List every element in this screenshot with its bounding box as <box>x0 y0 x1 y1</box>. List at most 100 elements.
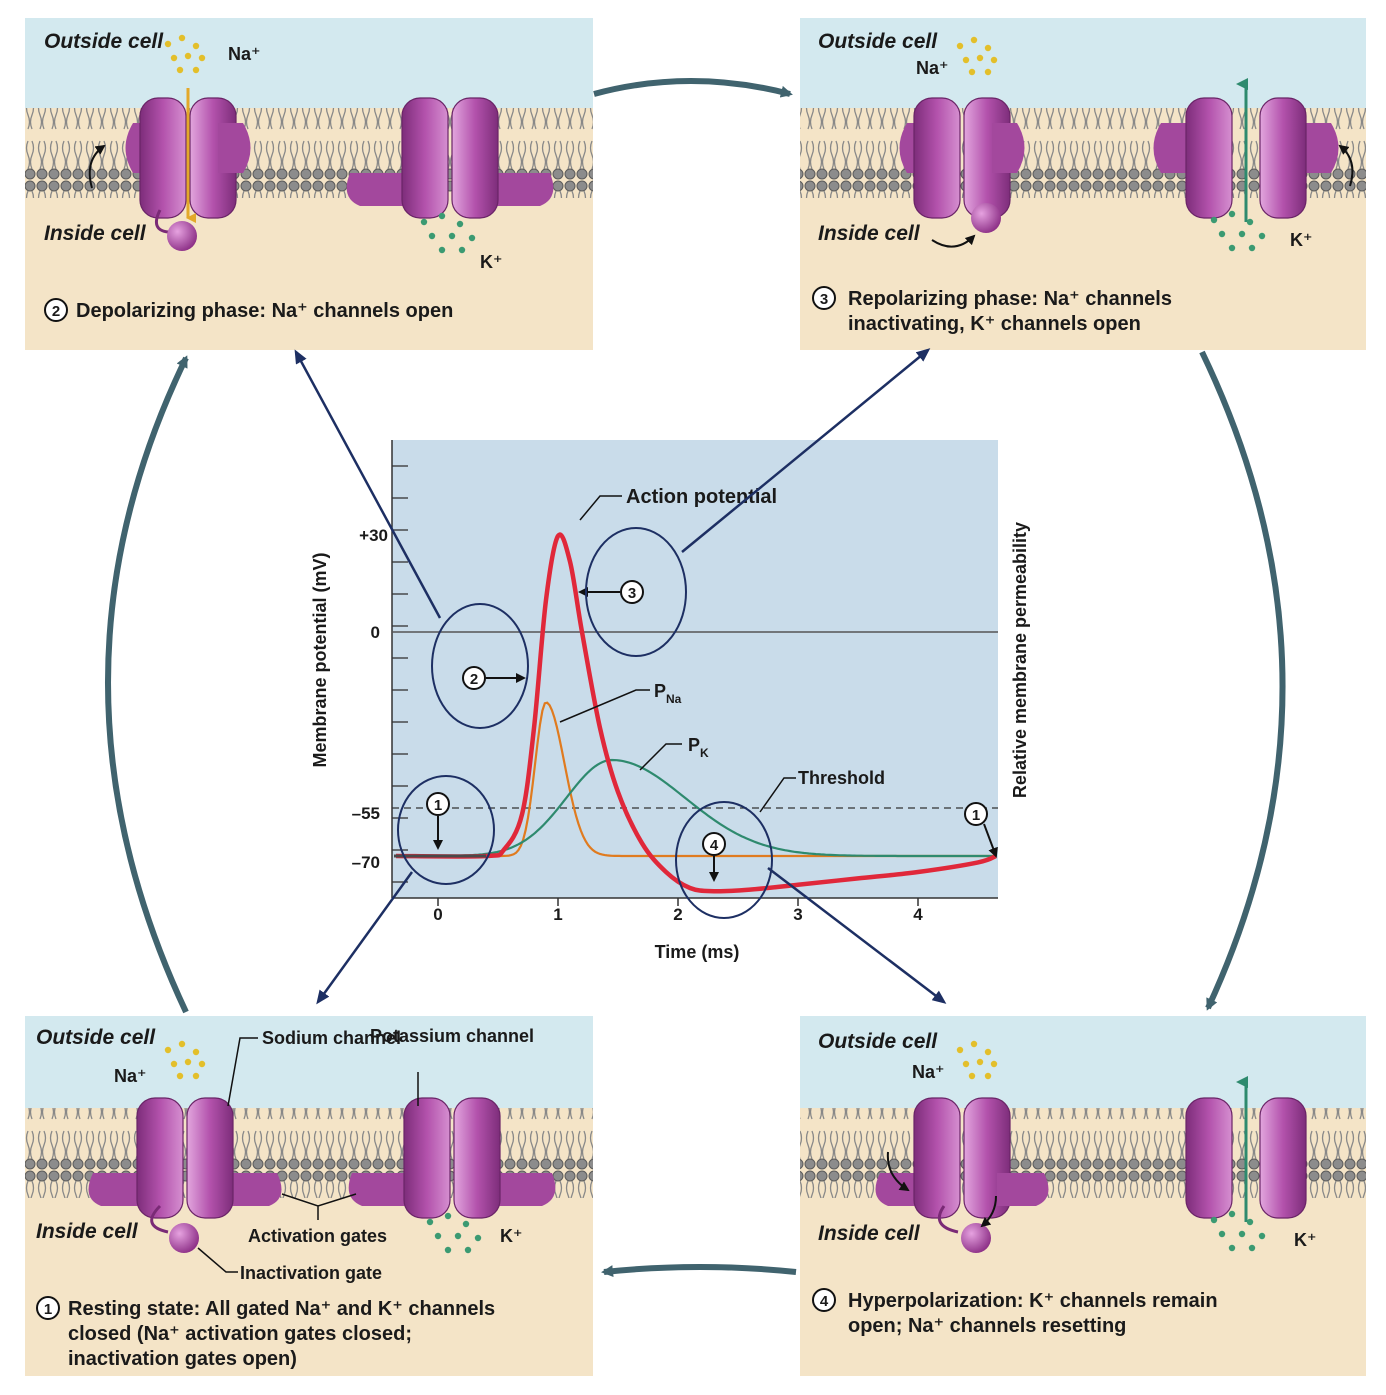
svg-text:3: 3 <box>628 585 636 602</box>
marker-1-start: 1 <box>426 792 450 850</box>
svg-text:1: 1 <box>434 797 442 814</box>
marker-2: 2 <box>462 666 526 690</box>
gate-close-arrow <box>931 234 976 248</box>
inactivation-gate <box>169 1223 199 1253</box>
cycle-arrow-4-to-1 <box>601 1264 797 1278</box>
pna-label: PNa <box>654 681 682 706</box>
cycle-arrow-1-to-2 <box>105 355 189 1014</box>
link-arrow-to-panel-2 <box>294 349 442 619</box>
panel-caption-line2: open; Na⁺ channels resetting <box>848 1315 1126 1337</box>
action-potential-graph: +30 0 –55 –70 0 1 2 3 4 Time (ms) Membra… <box>310 440 1030 962</box>
potassium-channel-closed <box>346 97 554 219</box>
cycle-arrow-3-to-4 <box>1199 350 1286 1011</box>
inactivation-gate-leader <box>197 1247 238 1273</box>
panel-depolarizing: Outside cell Inside cell Na⁺ K⁺ 2 Depola… <box>25 18 593 350</box>
na-label: Na⁺ <box>912 1062 945 1082</box>
inside-cell-label: Inside cell <box>818 1222 921 1245</box>
x-axis-label: Time (ms) <box>655 942 740 962</box>
panel-resting: Outside cell Inside cell Na⁺ K⁺ Sodium c… <box>25 1016 593 1376</box>
panel-caption-line1: Resting state: All gated Na⁺ and K⁺ chan… <box>68 1298 495 1320</box>
x-tick-label: 2 <box>673 905 682 924</box>
action-potential-label: Action potential <box>626 486 777 508</box>
panel-caption-line2: inactivating, K⁺ channels open <box>848 313 1141 335</box>
link-arrow-to-panel-1 <box>316 871 414 1005</box>
gate-close-arrow <box>886 1151 910 1192</box>
outside-cell-label: Outside cell <box>818 1030 938 1053</box>
marker-1-end: 1 <box>964 802 998 858</box>
na-label: Na⁺ <box>916 58 949 78</box>
y-axis <box>391 440 408 898</box>
threshold-leader <box>759 777 796 813</box>
threshold-label: Threshold <box>798 768 885 788</box>
highlight-hyperpolarization <box>675 801 773 919</box>
x-tick-label: 0 <box>433 905 442 924</box>
potassium-channel-open <box>1153 97 1339 219</box>
k-label: K⁺ <box>500 1226 523 1246</box>
x-tick-label: 4 <box>913 905 923 924</box>
highlight-resting <box>397 775 495 885</box>
inactivation-gate <box>971 203 1001 233</box>
highlight-depolarizing <box>431 603 529 729</box>
pk-curve <box>396 758 996 858</box>
step-circle <box>812 286 836 310</box>
step-number: 4 <box>820 1293 829 1310</box>
panel-caption-line2: closed (Na⁺ activation gates closed; <box>68 1323 412 1345</box>
na-label: Na⁺ <box>228 44 261 64</box>
inside-cell-label: Inside cell <box>818 222 921 245</box>
step-number: 2 <box>52 303 60 320</box>
gate-reset-arrow <box>980 1195 997 1228</box>
inside-cell-label: Inside cell <box>44 222 147 245</box>
action-potential-leader <box>579 495 622 521</box>
svg-text:1: 1 <box>972 807 980 824</box>
na-label: Na⁺ <box>114 1066 147 1086</box>
pna-leader <box>559 689 650 723</box>
pk-label: PK <box>688 735 709 760</box>
potassium-channel-open <box>1185 1097 1307 1219</box>
panel-caption-line1: Repolarizing phase: Na⁺ channels <box>848 288 1172 310</box>
pk-leader <box>639 743 682 771</box>
step-circle <box>44 298 68 322</box>
y-tick-label: 0 <box>371 623 380 642</box>
k-label: K⁺ <box>480 252 503 272</box>
action-potential-curve <box>395 532 997 894</box>
step-number: 1 <box>44 1301 52 1318</box>
k-label: K⁺ <box>1290 230 1313 250</box>
marker-4: 4 <box>702 832 726 882</box>
plot-area <box>392 440 998 898</box>
x-tick-label: 3 <box>793 905 802 924</box>
outside-cell-label: Outside cell <box>44 30 164 53</box>
y-axis-right-label: Relative membrane permeability <box>1010 522 1030 798</box>
inactivation-gate <box>167 221 197 251</box>
outside-cell-label: Outside cell <box>36 1026 156 1049</box>
curves <box>394 532 997 894</box>
potassium-channel-label: Potassium channel <box>370 1026 534 1046</box>
sodium-channel-closed <box>88 1097 282 1219</box>
y-tick-label: –55 <box>352 804 380 823</box>
outside-cell-label: Outside cell <box>818 30 938 53</box>
cycle-arrow-2-to-3 <box>593 78 793 98</box>
potassium-channel-closed <box>348 1097 556 1219</box>
step-number: 3 <box>820 291 828 308</box>
y-tick-label: –70 <box>352 853 380 872</box>
sodium-channel-leader <box>227 1037 258 1107</box>
gate-open-arrow <box>88 144 106 189</box>
inactivation-gate-label: Inactivation gate <box>240 1263 382 1283</box>
panel-repolarizing: Outside cell Inside cell Na⁺ K⁺ 3 Repola… <box>800 18 1366 350</box>
cycle-arrows <box>105 78 1286 1278</box>
y-tick-label: +30 <box>359 526 388 545</box>
panel-caption-line3: inactivation gates open) <box>68 1348 297 1370</box>
x-tick-label: 1 <box>553 905 562 924</box>
k-label: K⁺ <box>1294 1230 1317 1250</box>
svg-text:4: 4 <box>710 837 719 854</box>
step-circle <box>36 1296 60 1320</box>
inactivation-gate <box>961 1223 991 1253</box>
panel-caption-line1: Hyperpolarization: K⁺ channels remain <box>848 1290 1218 1312</box>
marker-3: 3 <box>578 580 644 604</box>
link-arrow-to-panel-4 <box>767 867 947 1004</box>
panel-hyperpolarization: Outside cell Inside cell Na⁺ K⁺ 4 Hyperp… <box>800 1016 1366 1376</box>
svg-text:2: 2 <box>470 671 478 688</box>
y-axis-label: Membrane potential (mV) <box>310 552 330 767</box>
step-circle <box>812 1288 836 1312</box>
